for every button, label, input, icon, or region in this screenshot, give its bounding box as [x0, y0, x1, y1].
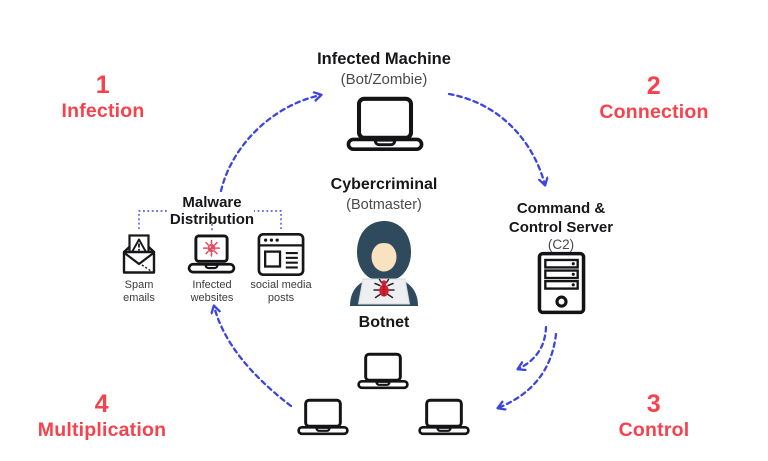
stage-number: 3 [646, 390, 662, 418]
stage-3-control: 3 Control [579, 391, 729, 443]
stage-label: Connection [599, 101, 709, 123]
c2-title-line2: Control Server [508, 218, 614, 236]
stage-4-multiplication: 4 Multiplication [22, 391, 182, 443]
botnet-laptop-icon [418, 398, 470, 436]
connection-arrow [447, 92, 545, 185]
stage-label: Control [618, 419, 690, 441]
c2-title-line1: Command & [516, 200, 606, 217]
multiplication-arrow [214, 306, 293, 408]
open-envelope-warning-icon [122, 234, 156, 274]
c2-server-title: Command & Control Server [491, 200, 631, 237]
distribution-bracket-right [254, 210, 282, 229]
channel-label-spam-emails: Spam emails [123, 279, 155, 304]
control-arrow-outer [498, 332, 558, 408]
stage-number: 1 [95, 71, 111, 99]
botnet-laptop-icon [297, 398, 349, 436]
browser-window-icon [257, 232, 305, 277]
infected-machine-subtitle: (Bot/Zombie) [340, 71, 428, 88]
channel-label-infected-websites: Infected websites [190, 279, 234, 304]
malware-distribution-title: Malware Distribution [169, 194, 255, 228]
botnet-title: Botnet [358, 314, 410, 331]
stage-label: Multiplication [37, 419, 167, 441]
stage-1-infection: 1 Infection [28, 72, 178, 124]
control-arrow-inner [518, 325, 548, 369]
server-tower-icon [537, 251, 586, 315]
laptop-virus-icon [187, 234, 236, 274]
distribution-bracket-left [138, 210, 167, 229]
infected-machine-title: Infected Machine [317, 50, 451, 68]
stage-label: Infection [61, 100, 145, 122]
c2-server-subtitle: (C2) [547, 237, 575, 252]
infection-arrow [219, 95, 321, 193]
stage-number: 4 [94, 390, 110, 418]
hooded-hacker-icon [350, 221, 418, 306]
cybercriminal-subtitle: (Botmaster) [346, 197, 422, 213]
stage-number: 2 [646, 72, 662, 100]
stage-2-connection: 2 Connection [579, 73, 729, 125]
cybercriminal-title: Cybercriminal [330, 176, 438, 193]
botnet-laptop-icon [357, 352, 409, 390]
channel-label-social-media-posts: social media posts [250, 279, 312, 304]
laptop-icon [346, 96, 424, 152]
